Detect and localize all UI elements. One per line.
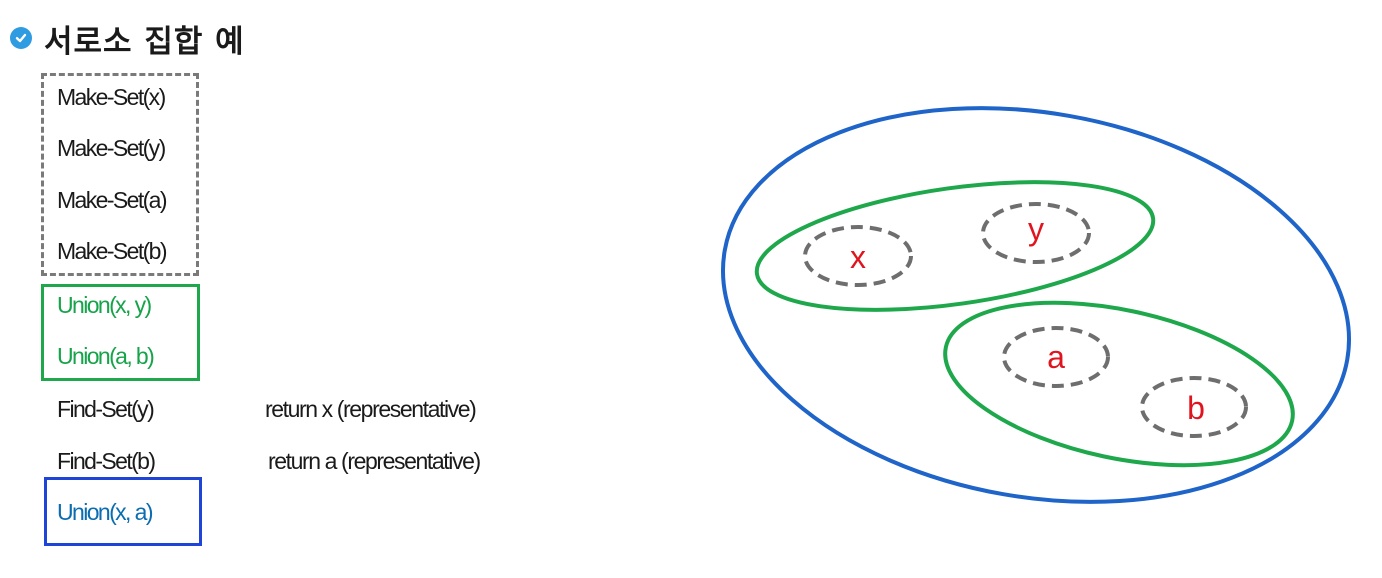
node-x-label: x xyxy=(850,239,866,275)
make-set-group-box xyxy=(41,73,199,276)
node-a-label: a xyxy=(1047,339,1065,375)
node-b-circle xyxy=(1140,376,1248,438)
check-circle-icon xyxy=(10,27,32,49)
set-xy-ellipse xyxy=(754,180,1156,312)
set-ab-ellipse xyxy=(943,300,1295,468)
make-set-y: Make-Set(y) xyxy=(57,135,166,161)
union-a-b: Union(a, b) xyxy=(57,343,155,369)
union-x-y: Union(x, y) xyxy=(57,292,152,318)
union-group-box xyxy=(41,284,200,381)
find-set-b: Find-Set(b) xyxy=(57,448,156,474)
node-a-circle xyxy=(1002,326,1110,388)
node-y-label: y xyxy=(1028,211,1044,247)
union-x-a: Union(x, a) xyxy=(57,499,153,525)
make-set-a: Make-Set(a) xyxy=(57,187,168,213)
section-title: 서로소 집합 예 xyxy=(44,23,245,60)
outer-set-ellipse xyxy=(721,106,1351,504)
make-set-b: Make-Set(b) xyxy=(57,238,168,264)
union-xa-box xyxy=(44,477,202,546)
make-set-x: Make-Set(x) xyxy=(57,84,166,110)
find-set-b-result: return a (representative) xyxy=(268,448,481,474)
section-heading: 서로소 집합 예 xyxy=(10,18,245,60)
find-set-y-result: return x (representative) xyxy=(265,396,477,422)
node-b-label: b xyxy=(1187,390,1205,426)
find-set-y: Find-Set(y) xyxy=(57,396,155,422)
node-x-circle xyxy=(803,225,913,287)
node-y-circle xyxy=(981,202,1091,264)
